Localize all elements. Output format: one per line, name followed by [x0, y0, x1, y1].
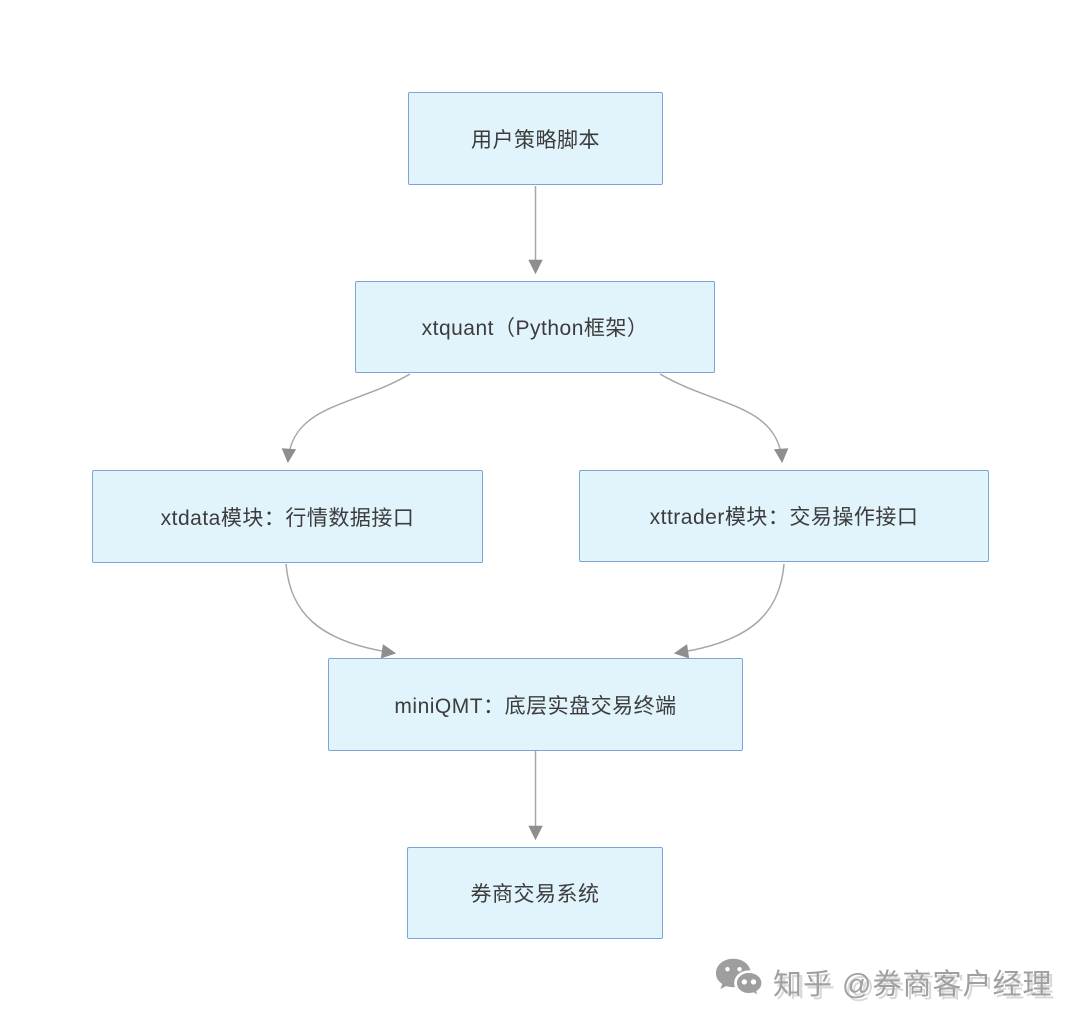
node-miniqmt-label: miniQMT：底层实盘交易终端 [394, 694, 677, 718]
node-xtdata-label: xtdata模块：行情数据接口 [160, 506, 415, 530]
watermark-text: 知乎 @券商客户经理 [773, 968, 1053, 1001]
edge-xtquant-to-xtdata [281, 373, 411, 464]
wechat-icon [714, 956, 766, 1007]
node-xttrader-label: xttrader模块：交易操作接口 [649, 506, 919, 529]
edge-xttrader-to-miniqmt [673, 563, 785, 659]
edge-xtdata-to-miniqmt [285, 563, 397, 659]
node-xtquant-label: xtquant（Python框架） [421, 317, 649, 340]
node-miniqmt: miniQMT：底层实盘交易终端 [328, 658, 743, 751]
edge-xtquant-to-xttrader [659, 373, 789, 464]
node-broker-label: 券商交易系统 [470, 883, 600, 906]
node-broker: 券商交易系统 [407, 847, 663, 939]
node-xttrader: xttrader模块：交易操作接口 [579, 470, 989, 562]
node-user-script: 用户策略脚本 [408, 92, 663, 185]
node-xtdata: xtdata模块：行情数据接口 [92, 470, 483, 563]
node-xtquant: xtquant（Python框架） [355, 281, 715, 373]
node-user-script-label: 用户策略脚本 [471, 128, 600, 152]
watermark: 知乎 @券商客户经理 [714, 956, 1053, 1007]
